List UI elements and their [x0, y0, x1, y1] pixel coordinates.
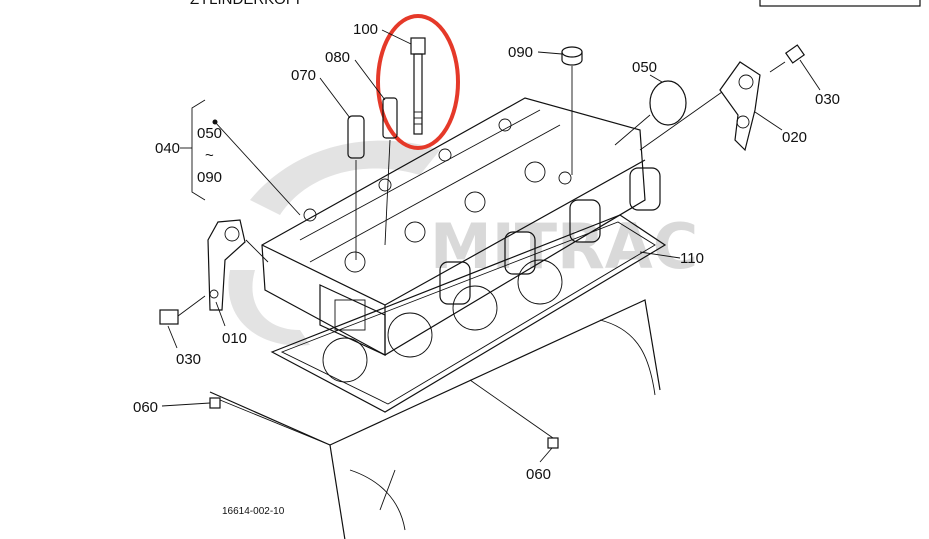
label-060-bottom: 060 — [526, 466, 551, 483]
range-dot — [212, 119, 218, 125]
watermark: MITRAC — [228, 140, 698, 346]
label-050: 050 — [632, 59, 657, 76]
watermark-text: MITRAC — [430, 210, 698, 283]
cylinder-head — [261, 97, 661, 356]
figure-code: 16614-002-10 — [222, 506, 285, 517]
label-050-range-start: 050 — [197, 125, 222, 142]
part-080-sleeve — [382, 97, 398, 246]
label-090-range-end: 090 — [197, 169, 222, 186]
part-100-bolt — [410, 37, 426, 135]
label-090-top: 090 — [508, 44, 533, 61]
label-030-left: 030 — [176, 351, 201, 368]
label-020: 020 — [782, 129, 807, 146]
label-040: 040 — [155, 140, 180, 157]
part-020-bracket — [639, 61, 761, 152]
part-010-bracket — [207, 219, 269, 311]
part-030-bolt-left — [159, 295, 206, 325]
label-060-left: 060 — [133, 399, 158, 416]
highlight-circle — [376, 14, 460, 150]
header-box — [759, 0, 921, 7]
part-050-plug — [614, 80, 687, 146]
label-030-right: 030 — [815, 91, 840, 108]
head-gasket — [270, 214, 667, 413]
label-110: 110 — [680, 250, 704, 267]
part-060-plug-bottom — [547, 437, 559, 449]
label-010: 010 — [222, 330, 247, 347]
label-080: 080 — [325, 49, 350, 66]
leader-lines — [161, 29, 821, 463]
label-070: 070 — [291, 67, 316, 84]
label-100: 100 — [353, 21, 378, 38]
part-060-plug-left — [209, 397, 221, 409]
header-title: ZYLINDERKOPF — [190, 0, 305, 8]
label-range-tilde: ~ — [205, 147, 214, 164]
part-090-cap — [561, 46, 583, 175]
part-070-sleeve — [347, 115, 365, 260]
part-030-bolt-right — [769, 44, 806, 73]
